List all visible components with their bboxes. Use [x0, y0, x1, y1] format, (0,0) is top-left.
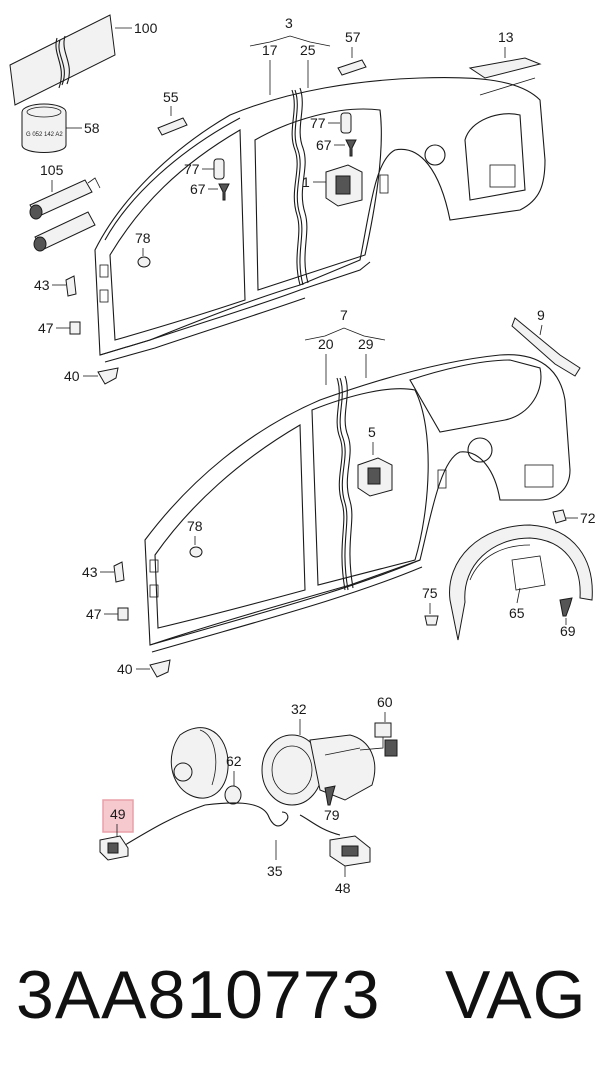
callout-58: 58 [84, 120, 100, 136]
callout-43b: 43 [82, 564, 98, 580]
callout-100: 100 [134, 20, 158, 36]
part-78-lower: 78 [187, 518, 203, 558]
part-60-actuator: 60 [359, 694, 398, 757]
part-62-grommet: 62 [224, 753, 242, 805]
callout-67b: 67 [190, 181, 206, 197]
part-1-bracket: 1 [302, 164, 363, 207]
callout-1: 1 [302, 174, 310, 190]
part-47-lower: 47 [86, 606, 129, 622]
callout-43a: 43 [34, 277, 50, 293]
part-75-clip: 75 [422, 585, 439, 626]
callout-48: 48 [335, 880, 351, 896]
callout-60: 60 [377, 694, 393, 710]
callout-47a: 47 [38, 320, 54, 336]
callout-105: 105 [40, 162, 64, 178]
part-100-sheet [9, 14, 132, 106]
callout-32: 32 [291, 701, 307, 717]
part-32-filler-housing: 32 [261, 701, 376, 806]
part-55-clip: 55 [157, 89, 188, 136]
callout-40b: 40 [117, 661, 133, 677]
callout-79: 79 [324, 807, 340, 823]
part-13-trim: 13 [468, 29, 542, 79]
callout-62: 62 [226, 753, 242, 769]
callout-77a: 77 [310, 115, 326, 131]
part-105-adhesive-cartridges: 105 [29, 162, 101, 252]
callout-5: 5 [368, 424, 376, 440]
part-40-upper: 40 [64, 367, 119, 385]
callout-13: 13 [498, 29, 514, 45]
callout-40a: 40 [64, 368, 80, 384]
brand-text: VAG [445, 957, 587, 1033]
callout-47b: 47 [86, 606, 102, 622]
part-49-harness-highlighted: 49 [99, 799, 206, 861]
part-filler-cap [170, 727, 229, 799]
callout-49: 49 [110, 806, 126, 822]
part-77-67-lower: 77 67 [184, 158, 230, 201]
callout-69: 69 [560, 623, 576, 639]
callout-77b: 77 [184, 161, 200, 177]
callout-29: 29 [358, 336, 374, 352]
callout-57: 57 [345, 29, 361, 45]
callout-9: 9 [537, 307, 545, 323]
part-9-trim: 9 [511, 307, 581, 377]
footer: 3AA810773 VAG [0, 950, 600, 1040]
callout-55: 55 [163, 89, 179, 105]
part-43-lower: 43 [82, 561, 125, 583]
part-79-screw: 79 [324, 785, 340, 823]
part-5-bracket: 5 [357, 424, 393, 497]
callout-78a: 78 [135, 230, 151, 246]
body-side-panel-lower [144, 354, 571, 653]
part-43-upper: 43 [34, 275, 77, 297]
part-48-lock-cylinder: 48 [329, 835, 371, 896]
part-40-lower: 40 [117, 659, 171, 678]
part-number-text: 3AA810773 [16, 957, 381, 1033]
callout-72: 72 [580, 510, 596, 526]
callout-group-3: 3 17 25 [249, 15, 331, 95]
part-77-67-upper: 77 67 [310, 112, 357, 157]
callout-25: 25 [300, 42, 316, 58]
part-78-upper: 78 [135, 230, 151, 268]
callout-20: 20 [318, 336, 334, 352]
part-69-screw: 69 [559, 597, 576, 639]
callout-17: 17 [262, 42, 278, 58]
part-65-wheel-liner: 65 [449, 524, 593, 641]
body-side-panel-upper [94, 76, 546, 363]
callout-group-7: 7 20 29 [304, 307, 386, 385]
part-72-clip: 72 [552, 509, 596, 526]
callout-7: 7 [340, 307, 348, 323]
callout-67a: 67 [316, 137, 332, 153]
part-58-can: G 052 142 A2 [21, 103, 82, 153]
callout-78b: 78 [187, 518, 203, 534]
part-47-upper: 47 [38, 320, 81, 336]
callout-75: 75 [422, 585, 438, 601]
can-label: G 052 142 A2 [26, 132, 63, 138]
part-57-clip: 57 [337, 29, 367, 76]
callout-3: 3 [285, 15, 293, 31]
callout-65: 65 [509, 605, 525, 621]
part-35-cable: 35 [204, 802, 341, 879]
callout-35: 35 [267, 863, 283, 879]
